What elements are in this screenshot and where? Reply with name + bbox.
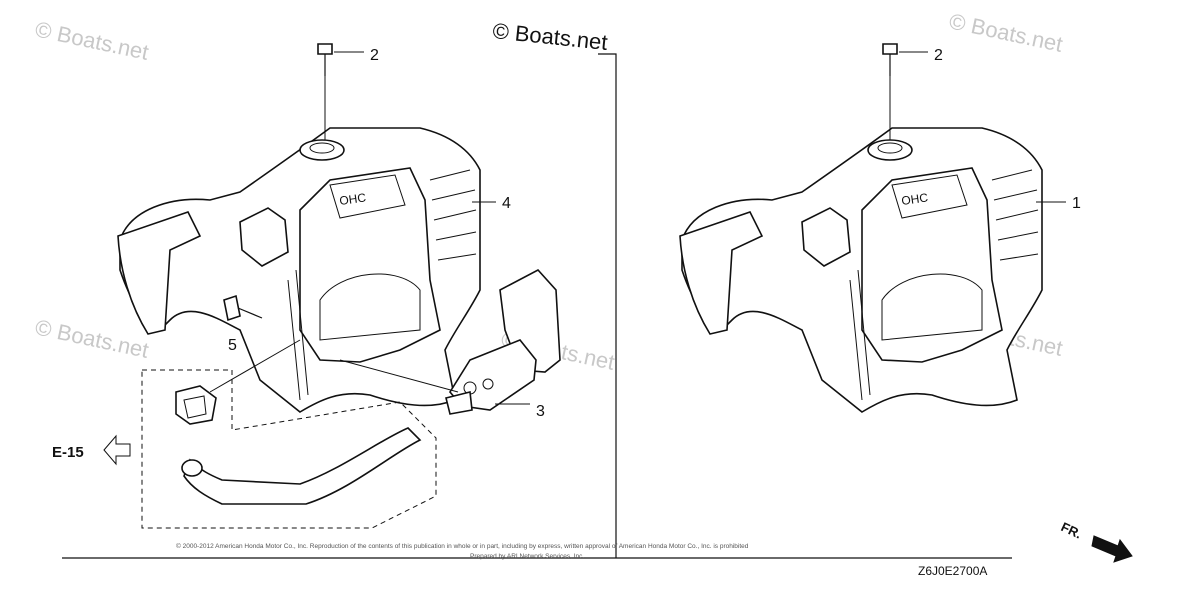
brand-logo-mark: OHC — [900, 190, 929, 208]
callout-number: 3 — [536, 403, 545, 420]
footer-notice: © 2000-2012 American Honda Motor Co., In… — [176, 542, 749, 550]
hose-part — [181, 427, 422, 505]
screw-icon — [223, 294, 263, 322]
clip-part — [175, 385, 217, 425]
brand-logo-mark: OHC — [338, 190, 367, 208]
left-engine-cover: OHC — [117, 127, 481, 413]
right-engine-cover: OHC — [679, 127, 1043, 413]
section-reference: E-15 — [52, 444, 84, 461]
watermark: © Boats.net — [33, 16, 151, 64]
detail-group-outline — [141, 369, 437, 529]
bolt-icon — [882, 43, 898, 140]
footer-notice: Prepared by ARI Network Services, Inc. — [470, 553, 584, 560]
watermark: © Boats.net — [33, 314, 151, 362]
watermark: © Boats.net — [947, 8, 1065, 56]
reference-arrow-icon — [103, 434, 131, 466]
callout-number: 2 — [934, 47, 943, 64]
front-arrow-icon — [1091, 535, 1133, 563]
callout-number: 4 — [502, 195, 511, 212]
section-divider — [598, 53, 617, 558]
callout-number: 1 — [1072, 195, 1081, 212]
callout-number: 5 — [228, 337, 237, 354]
front-direction-label: FR. — [1059, 519, 1084, 541]
grip-part — [445, 269, 561, 415]
copyright-text: © Boats.net — [491, 18, 608, 55]
assembly-leader — [209, 339, 301, 393]
diagram-code: Z6J0E2700A — [918, 564, 987, 578]
assembly-leader — [339, 359, 459, 393]
callout-number: 2 — [370, 47, 379, 64]
bolt-icon — [317, 43, 333, 140]
